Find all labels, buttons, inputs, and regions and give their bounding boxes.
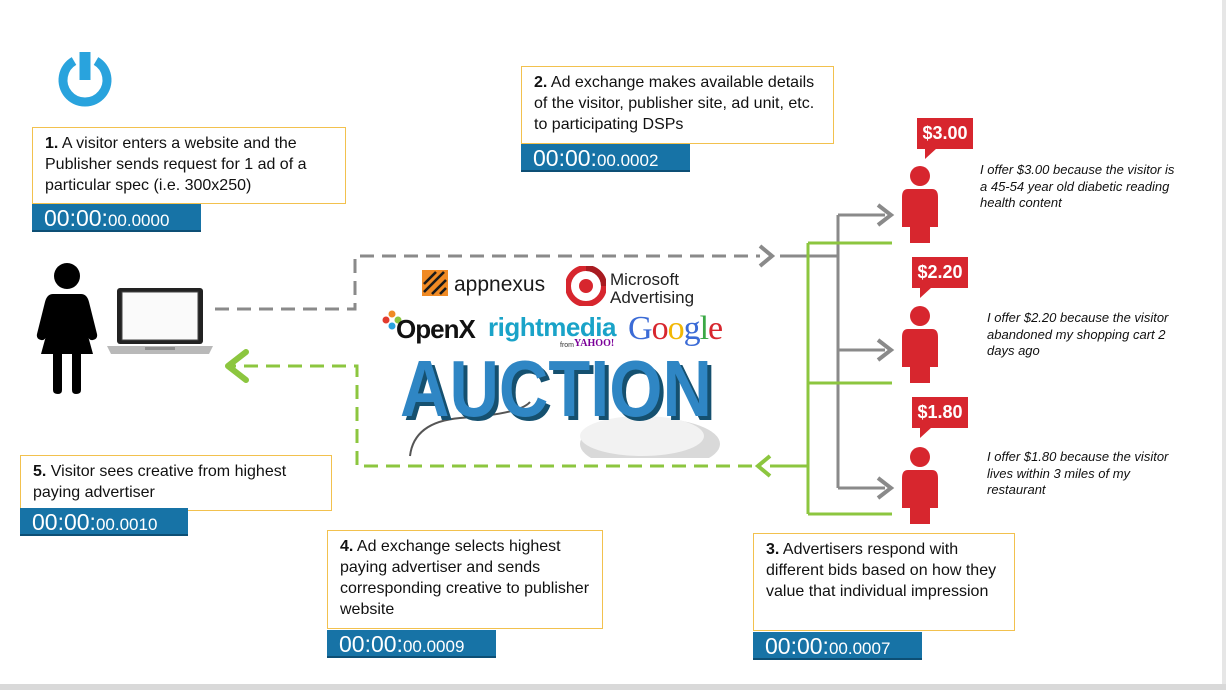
bid-reason-2: I offer $2.20 because the visitor abando…: [987, 310, 1169, 358]
step-1-timer-fraction: 00.0000: [107, 211, 170, 230]
step-4-number: 4.: [340, 538, 354, 555]
rightmedia-from: from: [560, 342, 574, 349]
visitor-person-icon: [36, 263, 98, 394]
laptop-icon: [107, 288, 213, 354]
step-3-timer-fraction: 00.0007: [828, 639, 891, 658]
step-3-number: 3.: [766, 541, 780, 558]
bid-price-3: $1.80: [912, 397, 968, 438]
step-1-text: A visitor enters a website and the Publi…: [45, 135, 307, 194]
auction-panel: appnexus Microsoft Advertising OpenX rig…: [380, 262, 732, 458]
openx-logo: OpenX: [396, 314, 476, 344]
bid-price-2: $2.20: [912, 257, 968, 298]
creative-arrow: [225, 349, 249, 383]
advertiser-person-icon: [902, 447, 938, 524]
computer-mouse-icon: [409, 401, 720, 458]
step-1-timer: 00:00:00.0000: [32, 204, 201, 232]
dsp-arrow-3: [876, 476, 895, 500]
advertiser-person-icon: [902, 166, 938, 243]
step-2-timer-fraction: 00.0002: [596, 151, 659, 170]
request-line: [215, 254, 760, 311]
creative-line: [232, 364, 752, 468]
auction-title-shadow: AUCTION: [404, 348, 716, 434]
google-logo: Google: [628, 310, 723, 348]
google-logo-text: Google: [628, 310, 723, 347]
step-2-text: Ad exchange makes available details of t…: [534, 74, 815, 133]
step-3-timer: 00:00:00.0007: [753, 632, 922, 660]
bid-reason-3: I offer $1.80 because the visitor lives …: [987, 449, 1169, 497]
openx-logo-icon: [382, 310, 402, 330]
microsoft-advertising-logo-icon: [566, 266, 606, 306]
step-1-timer-main: 00:00:: [44, 205, 108, 231]
microsoft-logo-line1: Microsoft: [610, 270, 679, 289]
step-4-timer: 00:00:00.0009: [327, 630, 496, 658]
rightmedia-logo: rightmedia: [488, 312, 616, 342]
step-3-timer-main: 00:00:: [765, 633, 829, 659]
step-5-timer-fraction: 00.0010: [95, 515, 158, 534]
rightmedia-yahoo: YAHOO!: [574, 338, 615, 349]
step-4-text: Ad exchange selects highest paying adver…: [340, 538, 590, 618]
winner-arrow: [754, 454, 772, 478]
dsp-arrow-1: [876, 203, 895, 227]
right-edge-rule: [1222, 0, 1226, 690]
step-4-timer-fraction: 00.0009: [402, 637, 465, 656]
step-1-box: 1. A visitor enters a website and the Pu…: [32, 127, 346, 204]
step-4-timer-main: 00:00:: [339, 631, 403, 657]
bottom-edge-rule: [0, 684, 1226, 690]
advertiser-person-icon: [902, 306, 938, 383]
dsp-arrow-2: [876, 338, 895, 362]
step-2-box: 2. Ad exchange makes available details o…: [521, 66, 834, 144]
auction-title: AUCTION AUCTION: [400, 344, 716, 434]
power-logo-icon: [58, 52, 112, 107]
appnexus-logo-icon: [422, 270, 448, 296]
step-5-timer-main: 00:00:: [32, 509, 96, 535]
bid-reason-1: I offer $3.00 because the visitor is a 4…: [980, 162, 1175, 210]
step-5-timer: 00:00:00.0010: [20, 508, 188, 536]
step-2-number: 2.: [534, 74, 548, 91]
step-4-box: 4. Ad exchange selects highest paying ad…: [327, 530, 603, 629]
step-5-box: 5. Visitor sees creative from highest pa…: [20, 455, 332, 511]
step-5-text: Visitor sees creative from highest payin…: [33, 463, 287, 501]
bid-price-1: $3.00: [917, 118, 973, 159]
step-2-timer: 00:00:00.0002: [521, 144, 690, 172]
step-1-number: 1.: [45, 135, 59, 152]
step-2-timer-main: 00:00:: [533, 145, 597, 171]
step-3-text: Advertisers respond with different bids …: [766, 541, 997, 600]
step-5-number: 5.: [33, 463, 47, 480]
appnexus-logo: appnexus: [454, 273, 546, 296]
request-arrow: [758, 244, 776, 268]
step-3-box: 3. Advertisers respond with different bi…: [753, 533, 1015, 631]
auction-title-text: AUCTION: [400, 344, 712, 433]
microsoft-logo-line2: Advertising: [610, 288, 695, 307]
